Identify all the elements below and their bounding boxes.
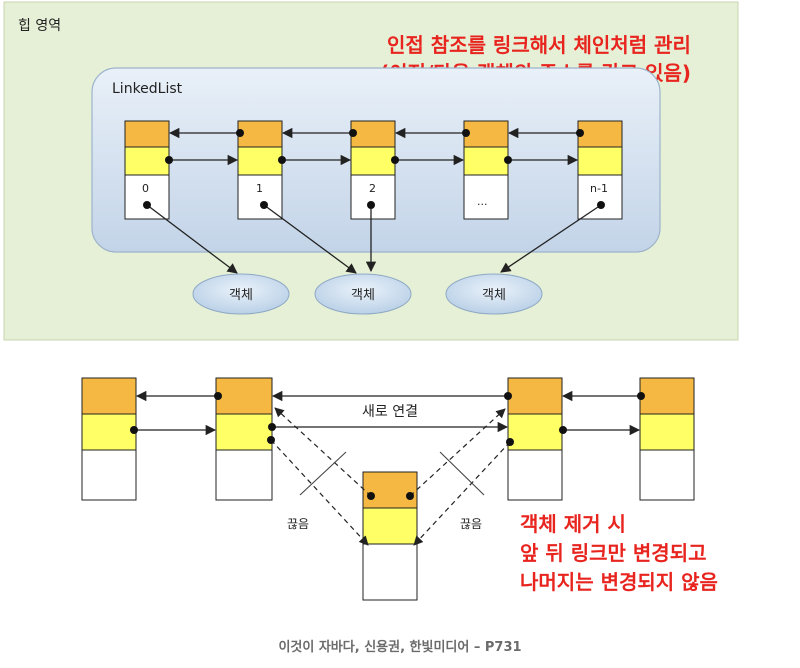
removal-note-line1: 객체 제거 시 bbox=[520, 512, 626, 536]
source-credit: 이것이 자바다, 신용권, 한빛미디어 – P731 bbox=[278, 639, 521, 655]
object-label-1: 객체 bbox=[229, 288, 253, 303]
list-node-0: 0 bbox=[124, 120, 170, 220]
heap-note-line1: 인접 참조를 링크해서 체인처럼 관리 bbox=[387, 33, 691, 57]
list-node-2: 2 bbox=[350, 120, 396, 220]
node-index-last: n-1 bbox=[590, 182, 608, 195]
removal-node-3 bbox=[507, 377, 563, 501]
removal-node-4 bbox=[639, 377, 695, 501]
node-index-2: 2 bbox=[369, 182, 376, 195]
object-ellipse-3: 객체 bbox=[445, 273, 543, 315]
removal-node-removed bbox=[362, 471, 418, 601]
cut-label-right: 끊음 bbox=[460, 517, 482, 531]
removal-link-dots bbox=[130, 392, 645, 500]
new-link-label: 새로 연결 bbox=[362, 404, 418, 420]
linkedlist-label: LinkedList bbox=[112, 81, 183, 97]
object-references bbox=[146, 204, 602, 274]
removal-cut-links bbox=[270, 407, 511, 546]
prev-link-dots bbox=[236, 129, 584, 137]
heap-title: 힙 영역 bbox=[18, 18, 61, 34]
object-ellipse-1: 객체 bbox=[192, 273, 290, 315]
node-index-1: 1 bbox=[256, 182, 263, 195]
object-label-2: 객체 bbox=[351, 288, 375, 303]
removal-node-1 bbox=[81, 377, 137, 501]
removal-note-line2: 앞 뒤 링크만 변경되고 bbox=[520, 541, 707, 565]
cut-label-left: 끊음 bbox=[287, 517, 309, 531]
object-label-3: 객체 bbox=[482, 288, 506, 303]
removal-solid-links bbox=[134, 390, 641, 436]
object-ellipse-2: 객체 bbox=[314, 273, 412, 315]
next-link-dots bbox=[165, 156, 512, 164]
object-reference-dots bbox=[143, 201, 605, 209]
removal-note-line3: 나머지는 변경되지 않음 bbox=[520, 570, 718, 594]
node-index-ellipsis: ... bbox=[477, 195, 488, 208]
removal-node-2 bbox=[215, 377, 273, 501]
list-node-ellipsis: ... bbox=[463, 120, 509, 220]
list-node-1: 1 bbox=[237, 120, 283, 220]
node-index-0: 0 bbox=[142, 182, 149, 195]
list-node-last: n-1 bbox=[577, 120, 623, 220]
cut-marks bbox=[299, 451, 485, 496]
